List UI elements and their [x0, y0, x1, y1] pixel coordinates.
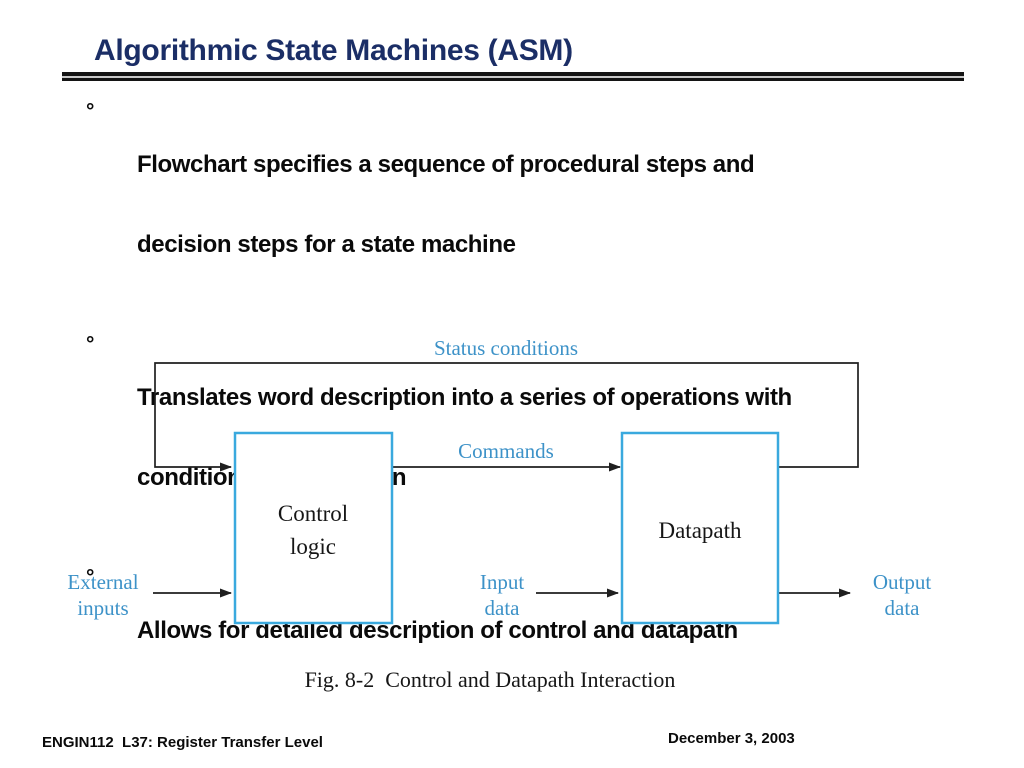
- output-data-label: data: [885, 596, 921, 620]
- bullet-marker: °: [86, 566, 95, 589]
- datapath-box-label: Datapath: [658, 518, 742, 543]
- bullet-text: Allows for detailed description of contr…: [137, 565, 738, 698]
- title-underline-rule: [62, 72, 964, 81]
- input-data-label: Input: [480, 570, 524, 594]
- input-data-label: data: [485, 596, 521, 620]
- bullet-marker: °: [86, 333, 95, 356]
- bullet-text: Flowchart specifies a sequence of proced…: [137, 99, 755, 311]
- status-conditions-label: Status conditions: [434, 336, 578, 360]
- control-logic-box-label: logic: [290, 534, 336, 559]
- bullet-line: Allows for detailed description of contr…: [137, 617, 738, 644]
- footer-date: December 3, 2003: [668, 730, 795, 747]
- bullet-line: Flowchart specifies a sequence of proced…: [137, 151, 755, 178]
- bullet-item: ° Flowchart specifies a sequence of proc…: [86, 99, 991, 311]
- slide-title: Algorithmic State Machines (ASM): [94, 34, 573, 67]
- external-inputs-label: External: [67, 570, 138, 594]
- bullet-line: Translates word description into a serie…: [137, 384, 792, 411]
- bullet-marker: °: [86, 100, 95, 123]
- bullet-item: ° Allows for detailed description of con…: [86, 565, 991, 698]
- footer-course-label: ENGIN112 L37: Register Transfer Level: [42, 734, 323, 751]
- external-inputs-label: inputs: [77, 596, 128, 620]
- commands-label: Commands: [458, 439, 554, 463]
- control-datapath-diagram: Status conditions Commands External inpu…: [67, 336, 932, 692]
- figure-caption: Fig. 8-2 Control and Datapath Interactio…: [305, 667, 676, 692]
- control-logic-box: [233, 431, 394, 625]
- datapath-box: [620, 431, 780, 625]
- status-feedback-line: [154, 362, 859, 472]
- control-logic-box-label: Control: [278, 501, 348, 526]
- bullet-line: decision steps for a state machine: [137, 230, 516, 258]
- output-data-label: Output: [873, 570, 932, 594]
- bullet-list: ° Flowchart specifies a sequence of proc…: [86, 99, 991, 719]
